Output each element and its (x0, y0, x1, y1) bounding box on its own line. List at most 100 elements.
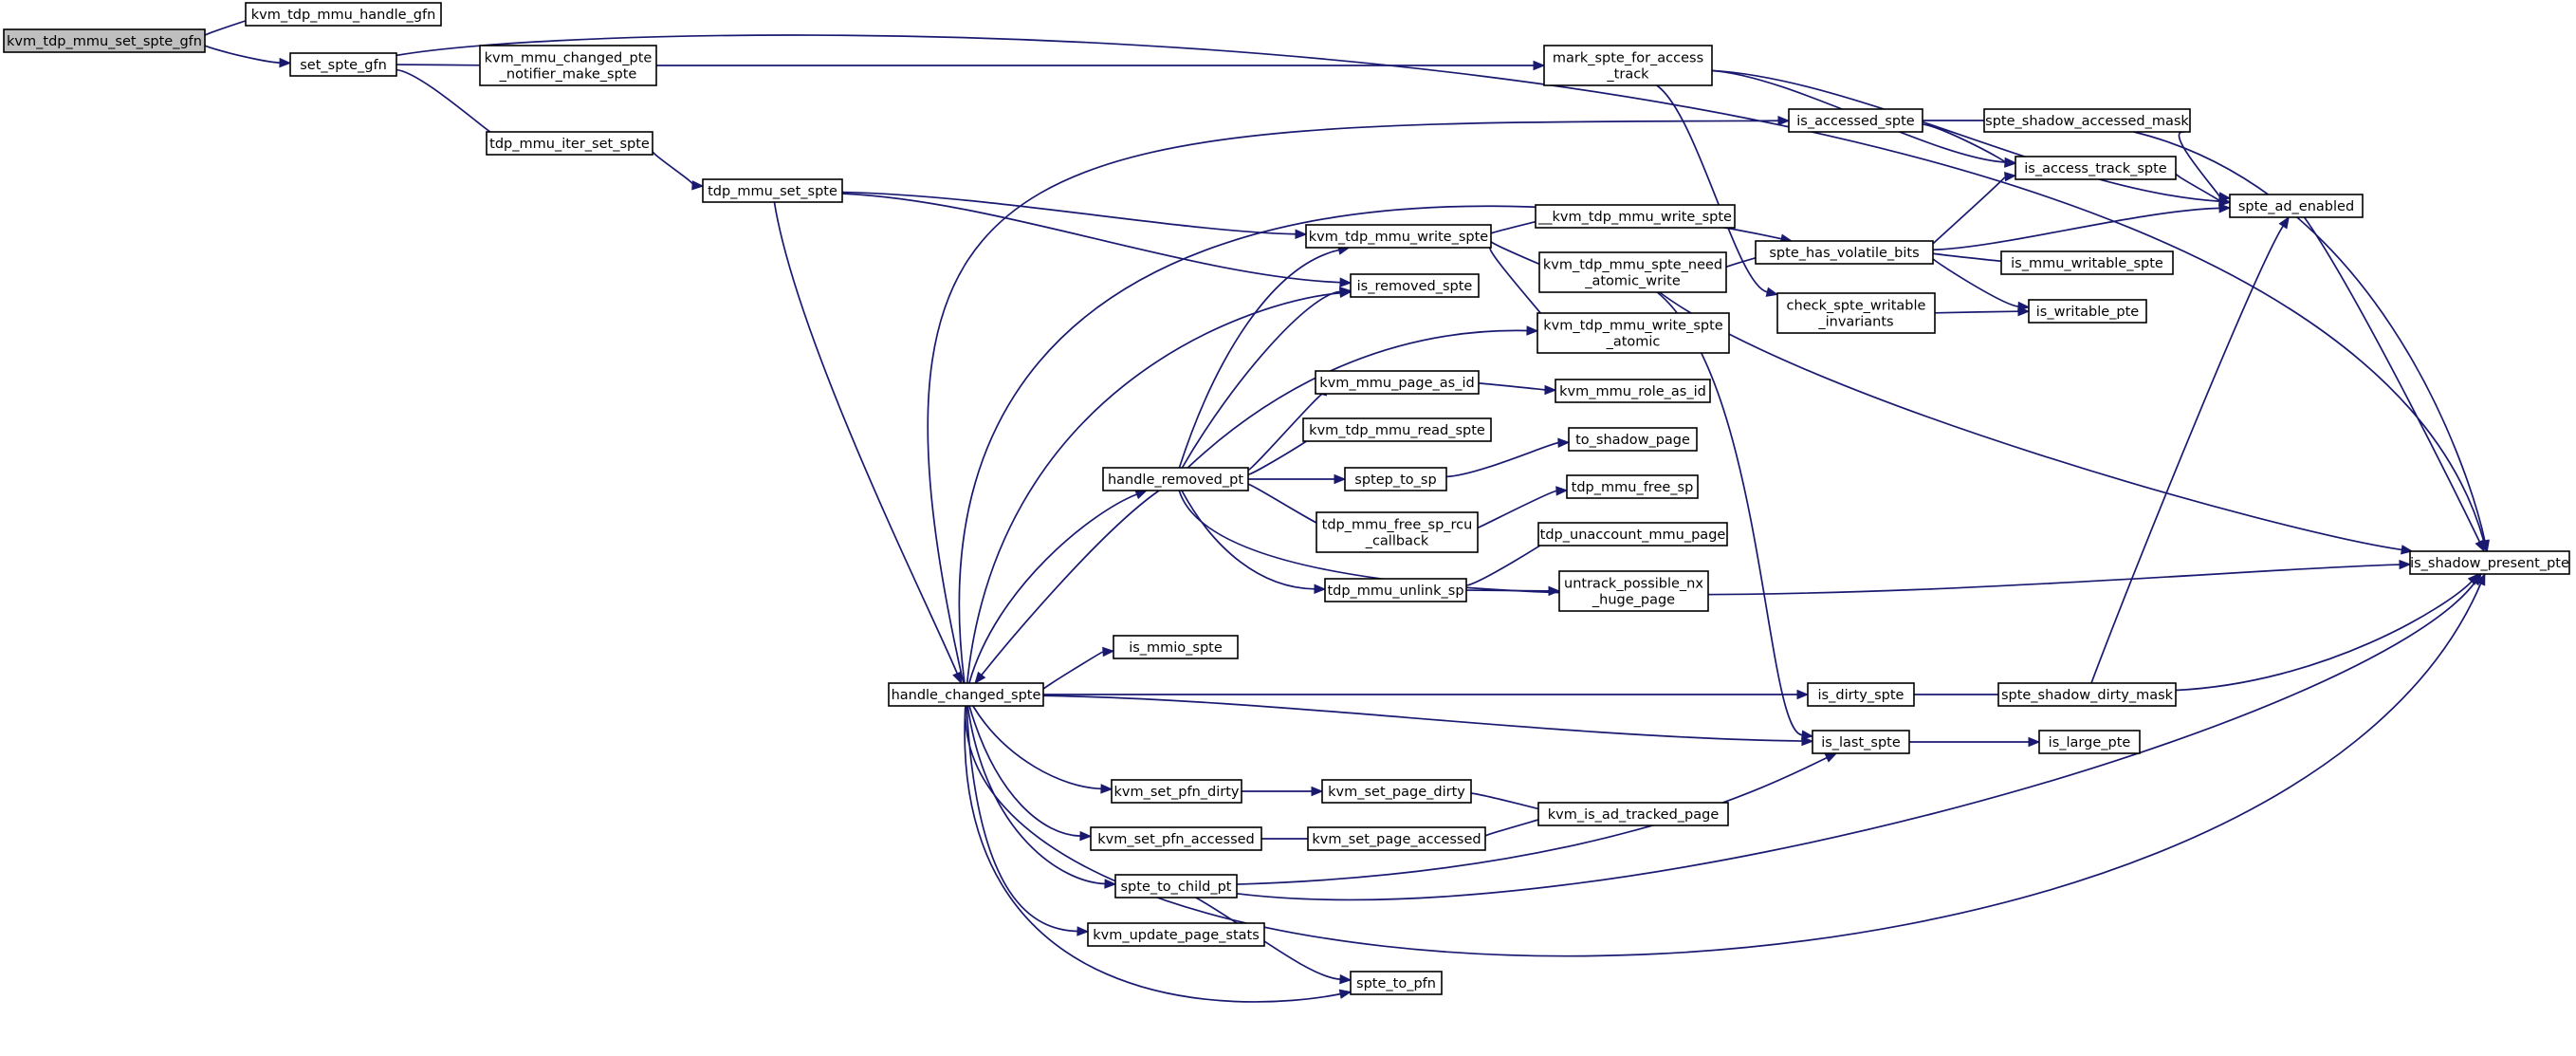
node-sptep-to-sp[interactable]: sptep_to_sp (1344, 467, 1447, 491)
node-label: is_removed_spte (1357, 279, 1473, 294)
edge-spte-to-child-pt-to-is-shadow-present-pte (1236, 572, 2482, 901)
arrowhead (1104, 879, 1117, 889)
node-spte-has-volatile-bits[interactable]: spte_has_volatile_bits (1755, 240, 1934, 265)
edge-tdp-mmu-set-spte-to-kvm-tdp-mmu-write-spte (841, 191, 1308, 239)
edge-spte-to-child-pt-to-spte-to-pfn (1195, 897, 1352, 985)
node-label: kvm_is_ad_tracked_page (1548, 807, 1720, 823)
node-box (3, 28, 206, 53)
node-box (289, 52, 397, 77)
arrowhead (2017, 306, 2031, 317)
edge-handle-removed-pt-to-free-sp-rcu (1247, 483, 1328, 533)
node-label: is_mmio_spte (1129, 640, 1223, 656)
node-label: spte_has_volatile_bits (1769, 246, 1919, 261)
node-handle-changed-spte[interactable]: handle_changed_spte (888, 682, 1044, 707)
node-handle-removed-pt[interactable]: handle_removed_pt (1102, 467, 1249, 491)
node-kvm-tdp-mmu-read-spte[interactable]: kvm_tdp_mmu_read_spte (1302, 417, 1492, 442)
node-write-spte-atomic[interactable]: kvm_tdp_mmu_write_spte_atomic (1536, 312, 1730, 354)
node-label: is_access_track_spte (2024, 161, 2167, 176)
node-is-dirty-spte[interactable]: is_dirty_spte (1807, 682, 1915, 707)
edge-handle-removed-pt-to-is-shadow-present-pte (1178, 490, 2412, 596)
node-is-mmu-writable-spte[interactable]: is_mmu_writable_spte (2000, 250, 2174, 275)
edge-line (1247, 483, 1328, 528)
node-is-accessed-spte[interactable]: is_accessed_spte (1788, 108, 1923, 133)
node-label: tdp_mmu_free_sp_rcu (1322, 518, 1473, 533)
node-root[interactable]: kvm_tdp_mmu_set_spte_gfn (3, 28, 206, 53)
node-spte-to-pfn[interactable]: spte_to_pfn (1350, 971, 1443, 995)
node-spte-shadow-dirty-mask[interactable]: spte_shadow_dirty_mask (1997, 682, 2177, 707)
arrowhead (1544, 384, 1557, 396)
arrowhead (1100, 784, 1113, 794)
edge-is-dirty-spte-to-spte-shadow-dirty-mask (1914, 689, 2010, 700)
edge-spte-has-volatile-bits-to-is-access-track-spte (1932, 171, 2017, 245)
edge-iter-set-spte-to-tdp-mmu-set-spte (650, 147, 705, 191)
node-set-spte-gfn[interactable]: set_spte_gfn (289, 52, 397, 77)
node---kvm-tdp-mmu-write-spte[interactable]: __kvm_tdp_mmu_write_spte (1535, 204, 1736, 229)
node-is-large-pte[interactable]: is_large_pte (2038, 730, 2141, 754)
edge-mark-spte-to-check-spte-writable (1656, 84, 1779, 297)
edge-is-last-spte-to-is-large-pte (1909, 736, 2041, 748)
node-is-mmio-spte[interactable]: is_mmio_spte (1113, 635, 1239, 659)
node-untrack-nx[interactable]: untrack_possible_nx_huge_page (1558, 570, 1709, 612)
node-to-shadow-page[interactable]: to_shadow_page (1568, 427, 1698, 452)
node-mark-spte[interactable]: mark_spte_for_access_track (1543, 45, 1713, 86)
edge-sptep-to-sp-to-to-shadow-page (1445, 437, 1571, 478)
node-kvm-is-ad-tracked-page[interactable]: kvm_is_ad_tracked_page (1537, 802, 1729, 826)
edge-handle-changed-spte-to-spte-to-pfn (964, 705, 1352, 1003)
edge-line (966, 705, 1106, 885)
node-spte-shadow-accessed-mask[interactable]: spte_shadow_accessed_mask (1983, 108, 2191, 133)
edge-spte-shadow-dirty-mask-to-spte-ad-enabled (2090, 215, 2290, 684)
arrowhead (1339, 287, 1352, 299)
node-iter-set-spte[interactable]: tdp_mmu_iter_set_spte (486, 131, 653, 156)
node-label: handle_changed_spte (892, 688, 1041, 703)
node-is-removed-spte[interactable]: is_removed_spte (1350, 273, 1480, 298)
edge-line (1477, 490, 1557, 529)
node-box (1102, 467, 1249, 491)
node-changed-pte-notifier[interactable]: kvm_mmu_changed_pte_notifier_make_spte (479, 45, 657, 86)
node-box (1755, 240, 1934, 265)
edge-line (2133, 131, 2486, 542)
node-label: kvm_set_page_dirty (1328, 785, 1465, 800)
edge-line (1932, 207, 2220, 251)
node-spte-to-child-pt[interactable]: spte_to_child_pt (1114, 874, 1238, 899)
edge-spte-has-volatile-bits-to-is-mmu-writable-spte (1932, 252, 2013, 268)
node-spte-need-atomic[interactable]: kvm_tdp_mmu_spte_need_atomic_write (1538, 251, 1727, 293)
node-kvm-update-page-stats[interactable]: kvm_update_page_stats (1087, 922, 1265, 947)
node-kvm-set-pfn-accessed[interactable]: kvm_set_pfn_accessed (1090, 826, 1262, 851)
node-tdp-mmu-set-spte[interactable]: tdp_mmu_set_spte (702, 178, 843, 203)
node-is-shadow-present-pte[interactable]: is_shadow_present_pte (2409, 550, 2570, 575)
node-kvm-mmu-page-as-id[interactable]: kvm_mmu_page_as_id (1315, 370, 1480, 395)
node-tdp-mmu-free-sp[interactable]: tdp_mmu_free_sp (1566, 474, 1699, 499)
node-is-access-track-spte[interactable]: is_access_track_spte (2015, 156, 2177, 180)
edge-line (396, 34, 2485, 542)
edge-line (1932, 252, 2013, 263)
node-tdp-unaccount[interactable]: tdp_unaccount_mmu_page (1537, 522, 1728, 547)
node-kvm-set-pfn-dirty[interactable]: kvm_set_pfn_dirty (1111, 779, 1242, 804)
arrowhead (2218, 203, 2232, 213)
node-label: sptep_to_sp (1354, 472, 1436, 488)
node-box (1788, 108, 1923, 133)
edge-line (1934, 310, 2019, 314)
node-is-writable-pte[interactable]: is_writable_pte (2028, 299, 2147, 324)
edge-tdp-mmu-unlink-sp-to-tdp-unaccount (1465, 534, 1550, 586)
node-label: to_shadow_page (1575, 433, 1690, 448)
edge-line (1656, 84, 1768, 293)
node-is-last-spte[interactable]: is_last_spte (1812, 730, 1910, 754)
edge-handle-changed-spte-to-is-removed-spte (966, 287, 1352, 684)
node-kvm-tdp-mmu-write-spte[interactable]: kvm_tdp_mmu_write_spte (1305, 224, 1492, 249)
node-check-spte-writable[interactable]: check_spte_writable_invariants (1776, 292, 1936, 334)
node-label: tdp_mmu_iter_set_spte (489, 137, 650, 152)
node-label: handle_removed_pt (1108, 472, 1243, 488)
edge-is-accessed-spte-to-is-access-track-spte (1922, 123, 2017, 168)
node-spte-ad-enabled[interactable]: spte_ad_enabled (2229, 194, 2364, 218)
node-handle-gfn[interactable]: kvm_tdp_mmu_handle_gfn (245, 2, 442, 27)
node-box (2038, 730, 2141, 754)
node-free-sp-rcu[interactable]: tdp_mmu_free_sp_rcu_callback (1316, 511, 1479, 553)
node-kvm-set-page-dirty[interactable]: kvm_set_page_dirty (1321, 779, 1472, 804)
arrowhead (1796, 689, 1810, 700)
node-label: is_shadow_present_pte (2410, 556, 2569, 571)
arrowhead (1295, 229, 1308, 239)
node-kvm-set-page-accessed[interactable]: kvm_set_page_accessed (1307, 826, 1486, 851)
node-kvm-mmu-role-as-id[interactable]: kvm_mmu_role_as_id (1555, 379, 1711, 403)
node-box (1113, 635, 1239, 659)
node-tdp-mmu-unlink-sp[interactable]: tdp_mmu_unlink_sp (1324, 578, 1467, 602)
